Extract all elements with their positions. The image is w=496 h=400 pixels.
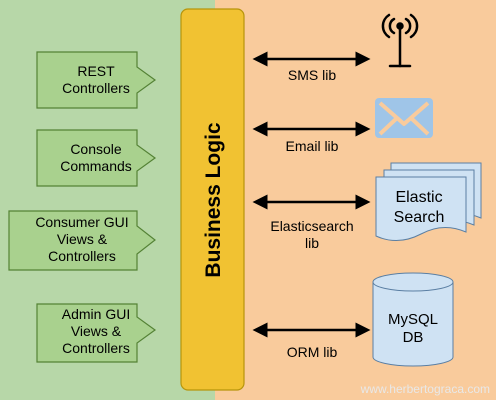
adapter-consumer-gui-label: Consumer GUI Views & Controllers: [35, 214, 129, 264]
business-logic-label: Business Logic: [202, 122, 225, 278]
email-lib-label: Email lib: [285, 138, 339, 154]
elastic-search-label: Elastic Search: [393, 189, 445, 226]
adapter-admin-gui-shape: [36, 303, 157, 363]
antenna-icon: [381, 13, 419, 68]
adapter-console-shape: [36, 129, 157, 187]
sms-lib-label: SMS lib: [287, 67, 337, 83]
adapter-console-label: Console Commands: [60, 141, 132, 174]
business-logic-box: [180, 8, 245, 391]
orm-lib-label: ORM lib: [286, 344, 338, 360]
adapter-rest-shape: [36, 51, 157, 109]
mysql-db-label: MySQL DB: [387, 311, 438, 346]
elasticsearch-lib-label: Elasticsearch lib: [270, 218, 354, 251]
envelope-icon: [375, 98, 433, 138]
adapter-admin-gui-label: Admin GUI Views & Controllers: [61, 306, 131, 356]
adapter-consumer-gui-shape: [8, 210, 156, 271]
adapter-rest-label: REST Controllers: [62, 63, 130, 96]
database-icon: [372, 272, 454, 367]
watermark: www.herbertograca.com: [360, 382, 490, 396]
documents-icon: [375, 162, 482, 241]
